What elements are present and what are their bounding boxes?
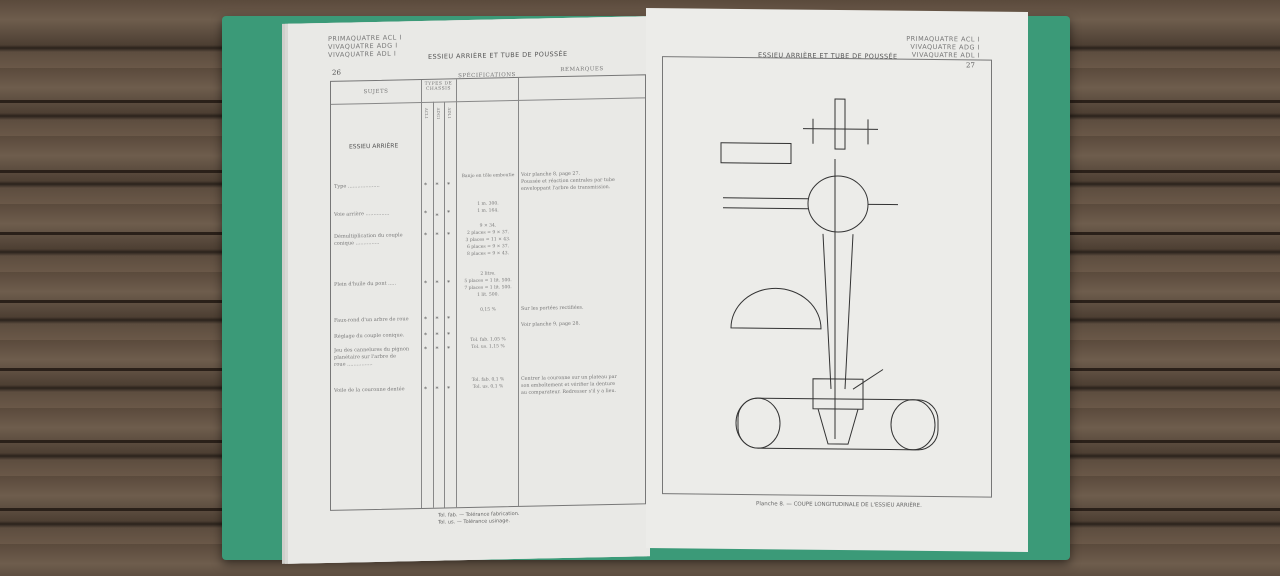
- type-applicable-mark: *: [424, 345, 427, 353]
- footnote: Tol. us. — Tolérance usinage.: [438, 518, 511, 526]
- row-subject: Plein d'huile du pont .....: [334, 280, 397, 288]
- row-subject: roue ................: [334, 361, 373, 368]
- row-subject: Réglage du couple conique.: [334, 332, 405, 340]
- type-applicable-mark: *: [447, 345, 450, 353]
- type-applicable-mark: *: [447, 209, 450, 217]
- row-spec: Tol. us. 0,1 %: [472, 384, 504, 390]
- row-remark: Voir planche 9, page 28.: [521, 321, 581, 328]
- row-subject: Voie arrière ...............: [334, 210, 390, 218]
- type-applicable-mark: *: [447, 331, 450, 339]
- type-applicable-mark: *: [435, 385, 439, 393]
- type-code: ACL1: [424, 107, 429, 120]
- model-list: PRIMAQUATRE ACL I VIVAQUATRE ADG I VIVAQ…: [328, 33, 402, 59]
- type-code: ADG1: [436, 107, 441, 120]
- figure-caption: Planche 8. — COUPE LONGITUDINALE DE L'ES…: [756, 501, 922, 509]
- type-applicable-mark: *: [435, 279, 439, 287]
- type-applicable-mark: *: [424, 385, 427, 393]
- column-header-specs: SPÉCIFICATIONS: [458, 72, 516, 80]
- type-applicable-mark: *: [435, 315, 439, 323]
- model-name: VIVAQUATRE ADL I: [328, 49, 397, 59]
- row-spec: 1 lit. 500.: [477, 292, 499, 298]
- row-spec: 0,15 %: [480, 307, 496, 313]
- type-applicable-mark: *: [435, 345, 439, 353]
- row-spec: Tol. us. 1,15 %: [471, 344, 505, 350]
- type-applicable-mark: *: [435, 331, 439, 339]
- column-header-remarks: REMARQUES: [560, 66, 604, 74]
- row-remark: enveloppant l'arbre de transmission.: [521, 185, 611, 192]
- right-page: PRIMAQUATRE ACL I VIVAQUATRE ADG I VIVAQ…: [646, 7, 1028, 553]
- row-remark: Sur les portées rectifiées.: [521, 305, 584, 312]
- axle-section-drawing: [720, 98, 939, 451]
- section-heading: ESSIEU ARRIÈRE: [349, 142, 399, 151]
- row-subject: conique ...............: [334, 239, 380, 247]
- drawing-frame: [662, 56, 992, 498]
- type-applicable-mark: *: [424, 315, 427, 323]
- type-applicable-mark: *: [424, 181, 427, 189]
- spec-table: SUJETS TYPES DE CHASSIS SPÉCIFICATIONS R…: [330, 66, 646, 511]
- footnotes: Tol. fab. — Tolérance fabrication. Tol. …: [438, 511, 519, 527]
- row-subject: Type ....................: [334, 182, 380, 190]
- column-header-types: TYPES DE CHASSIS: [424, 81, 453, 92]
- type-applicable-mark: *: [435, 181, 439, 189]
- type-applicable-mark: *: [435, 212, 439, 220]
- model-list: PRIMAQUATRE ACL I VIVAQUATRE ADG I VIVAQ…: [906, 35, 980, 60]
- type-applicable-mark: *: [424, 231, 427, 239]
- type-applicable-mark: *: [447, 181, 450, 189]
- type-applicable-mark: *: [447, 385, 450, 393]
- row-remark: au comparateur. Redresser s'il y a lieu.: [521, 388, 617, 396]
- type-applicable-mark: *: [447, 231, 450, 239]
- row-spec: 8 places = 9 × 43.: [466, 251, 510, 258]
- type-applicable-mark: *: [435, 231, 439, 239]
- type-applicable-mark: *: [424, 279, 427, 287]
- type-applicable-mark: *: [424, 331, 427, 339]
- type-applicable-mark: *: [424, 209, 427, 217]
- row-subject: Voile de la couronne dentée: [334, 386, 405, 394]
- page-title: ESSIEU ARRIÈRE ET TUBE DE POUSSÉE: [428, 49, 568, 61]
- row-spec: Banjo en tôle emboutie: [461, 173, 515, 180]
- row-spec: 1 m. 164.: [477, 208, 499, 214]
- row-subject: Faux-rond d'un arbre de roue: [334, 316, 409, 324]
- page-number: 26: [332, 68, 341, 77]
- left-page: PRIMAQUATRE ACL I VIVAQUATRE ADG I VIVAQ…: [288, 16, 650, 564]
- type-applicable-mark: *: [447, 315, 450, 323]
- type-code: ADL1: [447, 107, 452, 119]
- column-header-subjects: SUJETS: [363, 88, 389, 96]
- type-applicable-mark: *: [447, 279, 450, 287]
